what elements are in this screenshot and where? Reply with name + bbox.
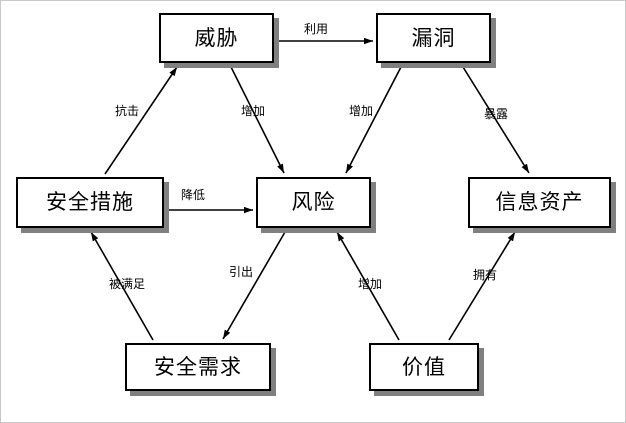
edge-label-counter: 抗击 [115,104,140,118]
edge-safeguard-threat [104,66,178,175]
node-vulnerability[interactable]: 漏洞 [376,13,491,63]
edge-threat-risk [230,66,285,174]
node-label: 风险 [291,190,336,214]
node-label: 价值 [402,354,446,379]
edge-label-satisfied-by: 被满足 [109,277,146,291]
edge-label-expose: 暴露 [484,107,509,121]
node-value[interactable]: 价值 [369,343,479,391]
node-requirement[interactable]: 安全需求 [125,343,271,391]
node-asset[interactable]: 信息资产 [468,177,611,228]
edge-value-asset [448,231,516,341]
node-label: 安全措施 [46,190,134,214]
edge-value-risk [336,231,400,341]
edge-label-derive: 引出 [229,265,254,279]
node-label: 漏洞 [411,25,456,50]
edge-vulnerability-risk [345,66,402,174]
edge-label-exploit: 利用 [304,22,329,36]
node-label: 威胁 [194,25,239,50]
edge-label-increase-threat-risk: 增加 [241,104,266,118]
edge-label-increase-vuln-risk: 增加 [349,104,374,118]
edge-label-increase-value-risk: 增加 [358,277,383,291]
edge-requirement-safeguard [90,231,154,341]
node-label: 安全需求 [154,354,242,379]
node-label: 信息资产 [495,190,584,214]
node-threat[interactable]: 威胁 [159,13,274,63]
node-safeguard[interactable]: 安全措施 [16,177,164,228]
edge-risk-requirement [222,231,286,340]
edge-label-own: 拥有 [473,268,498,282]
node-risk[interactable]: 风险 [256,177,371,228]
edge-vulnerability-asset [462,66,530,174]
edge-label-reduce: 降低 [181,188,206,202]
